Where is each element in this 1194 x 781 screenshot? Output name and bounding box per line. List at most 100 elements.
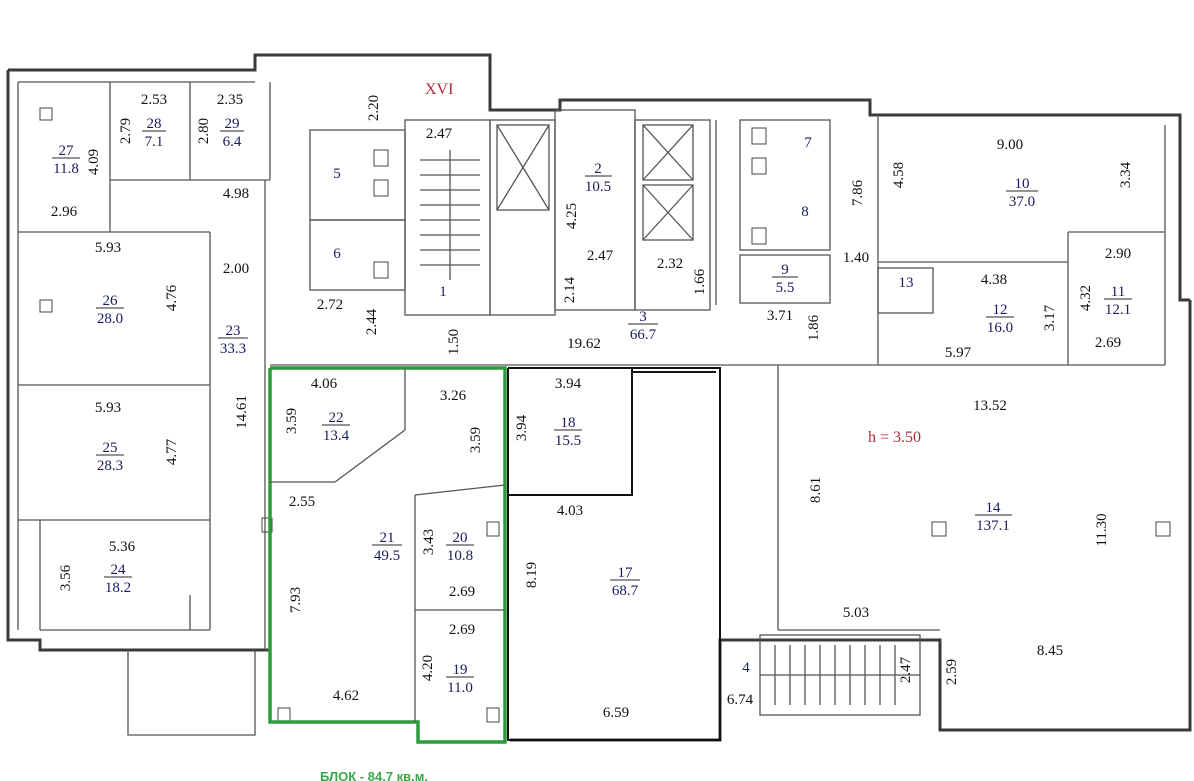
room-24-area: 18.2	[105, 580, 131, 596]
room-17-number: 17	[618, 565, 634, 581]
room-12-area: 16.0	[987, 320, 1013, 336]
room-9-area: 5.5	[776, 280, 795, 296]
dim-label: 2.69	[449, 622, 475, 638]
room-11-number: 11	[1111, 284, 1125, 300]
dim-label: 4.20	[420, 655, 436, 681]
dim-label: 3.59	[284, 408, 300, 434]
room-12-number: 12	[993, 302, 1008, 318]
room-2-number: 2	[594, 161, 602, 177]
building-marker: XVI	[425, 81, 453, 98]
dim-label: 2.59	[944, 659, 960, 685]
dim-label: 4.76	[164, 284, 180, 311]
highlighted-block-outline	[268, 366, 507, 744]
dim-label: 4.06	[311, 376, 338, 392]
room-18-area: 15.5	[555, 433, 581, 449]
dim-label: 2.47	[898, 656, 914, 683]
dim-label: 5.36	[109, 539, 136, 555]
room-1-number: 1	[439, 284, 447, 300]
room-19-number: 19	[453, 662, 468, 678]
dim-label: 6.59	[603, 705, 629, 721]
dim-label: 2.79	[118, 118, 134, 144]
dim-label: 19.62	[567, 336, 601, 352]
room-8-number: 8	[801, 204, 809, 220]
dim-label: 2.96	[51, 204, 78, 220]
room-9-number: 9	[781, 262, 789, 278]
dim-label: 5.03	[843, 605, 869, 621]
dim-label: 3.94	[555, 376, 582, 392]
dim-label: 9.00	[997, 137, 1023, 153]
room-19-area: 11.0	[447, 680, 473, 696]
room-5-number: 5	[333, 166, 341, 182]
dim-label: 3.26	[440, 388, 467, 404]
block-label: БЛОК - 84.7 кв.м.	[320, 769, 428, 781]
room-10-area: 37.0	[1009, 194, 1035, 210]
room-14-area: 137.1	[976, 518, 1010, 534]
room-2-area: 10.5	[585, 179, 611, 195]
dim-label: 1.66	[692, 268, 708, 295]
room-6-number: 6	[333, 246, 341, 262]
dim-label: 4.03	[557, 503, 583, 519]
dim-label: 2.53	[141, 92, 167, 108]
dim-label: 1.86	[806, 314, 822, 341]
dim-label: 14.61	[234, 395, 250, 429]
dim-label: 3.56	[58, 564, 74, 591]
dim-label: 4.38	[981, 272, 1007, 288]
room-3-area: 66.7	[630, 327, 657, 343]
room-20-area: 10.8	[447, 548, 473, 564]
room-27-area: 11.8	[53, 161, 79, 177]
room-23-number: 23	[226, 323, 241, 339]
room-29-number: 29	[225, 116, 240, 132]
dim-label: 4.32	[1078, 285, 1094, 311]
dim-label: 2.14	[562, 276, 578, 303]
dim-label: 13.52	[973, 398, 1007, 414]
dim-label: 2.35	[217, 92, 243, 108]
block-outlines	[507, 367, 721, 741]
dim-label: 11.30	[1094, 513, 1110, 546]
outer-walls	[6, 53, 1192, 742]
room-29-area: 6.4	[223, 134, 242, 150]
dim-label: 3.94	[514, 414, 530, 441]
dim-label: 2.47	[426, 126, 453, 142]
room-3-number: 3	[639, 309, 647, 325]
stairs-core	[420, 150, 480, 280]
dim-label: 5.93	[95, 240, 121, 256]
dim-label: 6.74	[727, 692, 754, 708]
room-4-number: 4	[742, 660, 750, 676]
room-27-number: 27	[59, 143, 75, 159]
dim-label: 2.20	[366, 95, 382, 121]
dim-label: 2.47	[587, 248, 614, 264]
room-21-area: 49.5	[374, 548, 400, 564]
room-25-number: 25	[103, 440, 118, 456]
dim-label: 2.80	[196, 118, 212, 144]
dim-label: 3.34	[1118, 161, 1134, 188]
room-28-area: 7.1	[145, 134, 164, 150]
dim-label: 7.86	[850, 179, 866, 206]
dimension-labels: 2.53 2.35 2.20 2.79 2.80 4.09 2.96 4.98 …	[51, 92, 1134, 721]
dim-label: 2.00	[223, 261, 249, 277]
room-26-area: 28.0	[97, 311, 123, 327]
fixtures	[39, 107, 1171, 723]
room-14-number: 14	[986, 500, 1002, 516]
dim-label: 2.32	[657, 256, 683, 272]
dim-label: 3.17	[1042, 304, 1058, 331]
dim-label: 2.69	[1095, 335, 1121, 351]
dim-label: 4.77	[164, 438, 180, 465]
room-26-number: 26	[103, 293, 119, 309]
dim-label: 4.58	[891, 162, 907, 188]
dim-label: 5.93	[95, 400, 121, 416]
dim-label: 2.72	[317, 297, 343, 313]
dim-label: 3.71	[767, 308, 793, 324]
room-20-number: 20	[453, 530, 468, 546]
room-22-number: 22	[329, 410, 344, 426]
room-18-number: 18	[561, 415, 576, 431]
height-note: h = 3.50	[868, 429, 921, 446]
room-24-number: 24	[111, 562, 127, 578]
room-23-area: 33.3	[220, 341, 246, 357]
dim-label: 4.98	[223, 186, 249, 202]
room-17-area: 68.7	[612, 583, 639, 599]
dim-label: 2.55	[289, 494, 315, 510]
dim-label: 2.90	[1105, 246, 1131, 262]
dim-label: 1.50	[446, 329, 462, 355]
interior-walls	[18, 82, 1166, 716]
